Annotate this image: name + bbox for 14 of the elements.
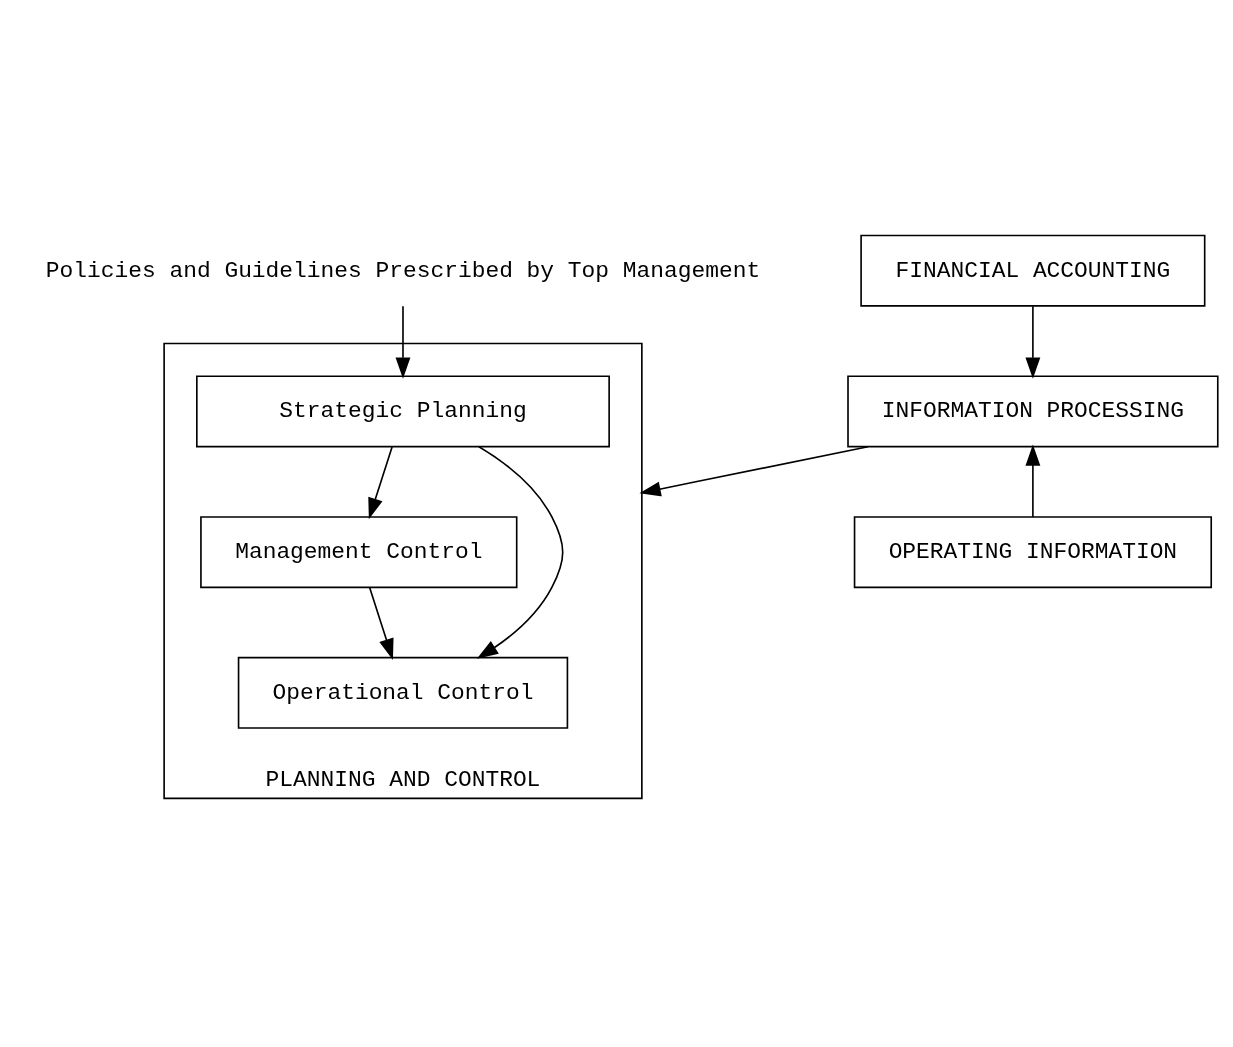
arrow: [1025, 444, 1041, 518]
arrow: [1025, 305, 1041, 379]
node-box: Strategic Planning: [196, 375, 610, 448]
node-box: Management Control: [200, 516, 518, 589]
node-box: OPERATING INFORMATION: [853, 516, 1213, 589]
node-box: FINANCIAL ACCOUNTING: [860, 234, 1206, 307]
node-text: Policies and Guidelines Prescribed by Top Management: [45, 257, 761, 284]
node-box: Operational Control: [237, 656, 569, 729]
node-box: INFORMATION PROCESSING: [847, 375, 1219, 448]
arrow: [476, 446, 564, 659]
arrow: [639, 445, 869, 497]
arrow: [368, 586, 394, 660]
arrow: [395, 305, 411, 379]
arrow: [368, 446, 393, 520]
